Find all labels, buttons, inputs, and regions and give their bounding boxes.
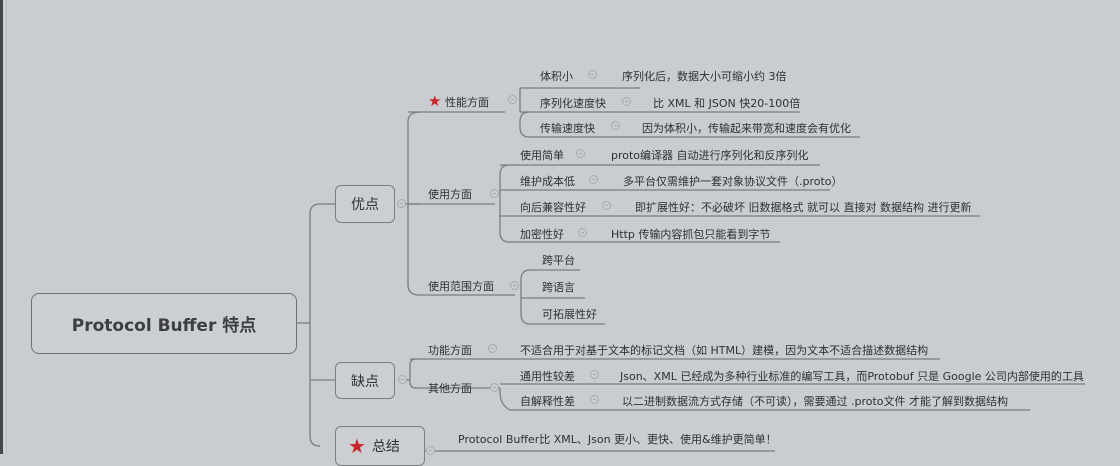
collapse-toggle-scope[interactable]	[510, 281, 519, 290]
usage-item-label[interactable]: 使用简单	[520, 149, 564, 162]
perf-item-detail[interactable]: 序列化后，数据大小可缩小约 3倍	[622, 70, 787, 83]
collapse-toggle-other[interactable]	[490, 383, 499, 392]
scope-item[interactable]: 可拓展性好	[542, 308, 597, 321]
usage-item-detail[interactable]: 多平台仅需维护一套对象协议文件（.proto）	[623, 175, 843, 188]
function-detail[interactable]: 不适合用于对基于文本的标记文档（如 HTML）建模，因为文本不适合描述数据结构	[520, 344, 929, 357]
group-function-label[interactable]: 功能方面	[428, 344, 472, 357]
collapse-toggle[interactable]	[590, 370, 599, 379]
usage-item-label[interactable]: 加密性好	[520, 228, 564, 241]
summary-detail[interactable]: Protocol Buffer比 XML、Json 更小、更快、使用&维护更简单…	[458, 433, 777, 446]
branch-summary-label: 总结	[371, 439, 400, 455]
usage-item-label[interactable]: 向后兼容性好	[520, 201, 586, 214]
collapse-toggle-usage[interactable]	[490, 189, 499, 198]
branch-advantages-label: 优点	[351, 197, 379, 213]
star-icon: ★	[348, 434, 366, 458]
branch-summary[interactable]: ★ 总结	[335, 426, 425, 466]
window-edge-highlight	[6, 0, 7, 454]
collapse-toggle[interactable]	[588, 70, 597, 79]
perf-item-detail[interactable]: 比 XML 和 JSON 快20-100倍	[653, 97, 801, 110]
branch-advantages[interactable]: 优点	[335, 185, 395, 223]
other-item-label[interactable]: 通用性较差	[520, 370, 575, 383]
perf-item-label[interactable]: 传输速度快	[540, 122, 595, 135]
collapse-toggle[interactable]	[622, 97, 631, 106]
collapse-toggle[interactable]	[589, 175, 598, 184]
collapse-toggle-function[interactable]	[488, 344, 497, 353]
window-edge	[0, 0, 3, 454]
branch-disadvantages[interactable]: 缺点	[335, 362, 395, 399]
perf-item-label[interactable]: 体积小	[540, 70, 573, 83]
perf-item-label[interactable]: 序列化速度快	[540, 97, 606, 110]
scope-item[interactable]: 跨平台	[542, 254, 575, 267]
star-icon: ★	[428, 92, 442, 110]
other-item-detail[interactable]: Json、XML 已经成为多种行业标准的编写工具，而Protobuf 只是 Go…	[620, 370, 1084, 383]
usage-item-detail[interactable]: proto编译器 自动进行序列化和反序列化	[611, 149, 809, 162]
other-item-detail[interactable]: 以二进制数据流方式存储（不可读），需要通过 .proto文件 才能了解到数据结构	[622, 395, 1009, 408]
branch-disadvantages-label: 缺点	[351, 373, 379, 390]
scope-item[interactable]: 跨语言	[542, 281, 575, 294]
other-item-label[interactable]: 自解释性差	[520, 395, 575, 408]
root-label: Protocol Buffer 特点	[71, 316, 257, 336]
group-usage-label[interactable]: 使用方面	[428, 188, 472, 201]
root-node[interactable]: Protocol Buffer 特点	[31, 293, 297, 354]
collapse-toggle[interactable]	[590, 395, 599, 404]
usage-item-label[interactable]: 维护成本低	[520, 175, 575, 188]
group-other-label[interactable]: 其他方面	[428, 382, 472, 395]
usage-item-detail[interactable]: 即扩展性好：不必破坏 旧数据格式 就可以 直接对 数据结构 进行更新	[635, 201, 972, 214]
connector-lines	[297, 87, 1085, 452]
usage-item-detail[interactable]: Http 传输内容抓包只能看到字节	[611, 228, 771, 241]
collapse-toggle[interactable]	[578, 228, 587, 237]
collapse-toggle-performance[interactable]	[508, 95, 517, 104]
collapse-toggle[interactable]	[576, 149, 585, 158]
collapse-toggle[interactable]	[611, 121, 620, 130]
group-performance[interactable]: ★ 性能方面	[428, 92, 489, 110]
collapse-toggle[interactable]	[602, 201, 611, 210]
collapse-toggle-advantages[interactable]	[397, 199, 406, 208]
group-scope-label[interactable]: 使用范围方面	[428, 280, 494, 293]
collapse-toggle-disadvantages[interactable]	[398, 375, 407, 384]
perf-item-detail[interactable]: 因为体积小，传输起来带宽和速度会有优化	[642, 122, 851, 135]
group-performance-label: 性能方面	[444, 96, 489, 109]
